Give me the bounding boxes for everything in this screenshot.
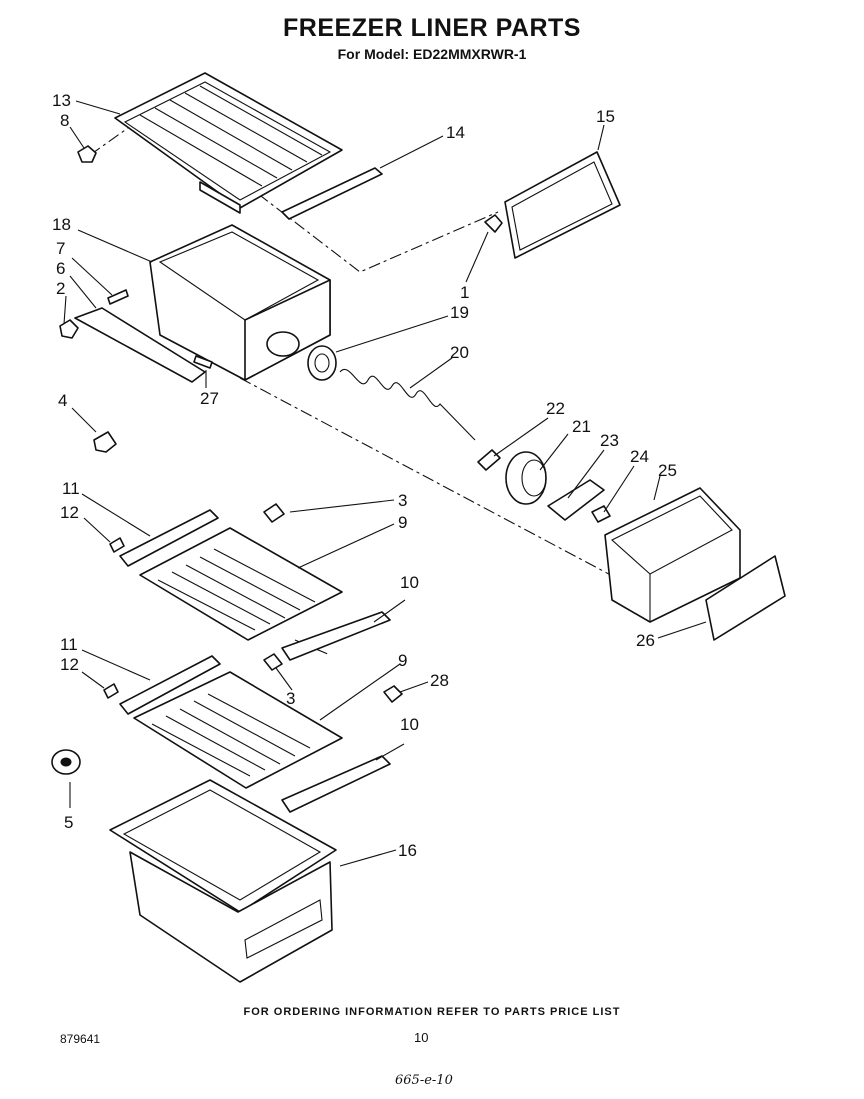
part-5-knob [51, 749, 81, 775]
part-28-clip [383, 685, 403, 703]
callout-22: 22 [546, 399, 565, 418]
callout-12-lower: 12 [60, 655, 79, 674]
callout-6: 6 [56, 259, 65, 278]
callout-13: 13 [52, 91, 71, 110]
page-title: FREEZER LINER PARTS [283, 14, 581, 42]
part-10-trim-upper [281, 611, 391, 661]
part-8-clip [77, 145, 97, 163]
part-7-screw [107, 289, 129, 305]
ordering-note: FOR ORDERING INFORMATION REFER TO PARTS … [243, 1006, 621, 1018]
part-26-cover [705, 555, 786, 641]
part-2-fastener [59, 319, 79, 339]
callout-10-lower: 10 [400, 715, 419, 734]
part-14-trim-strip [281, 167, 383, 220]
part-4-grommet [93, 431, 117, 453]
callout-25: 25 [658, 461, 677, 480]
part-10-trim-lower [281, 755, 391, 813]
callout-9-lower: 9 [398, 651, 407, 670]
callout-11-lower: 11 [60, 635, 78, 654]
callout-4: 4 [58, 391, 67, 410]
callout-5: 5 [64, 813, 73, 832]
callout-23: 23 [600, 431, 619, 450]
part-9-wire-shelf-lower [133, 671, 343, 789]
part-22-coupler [477, 449, 501, 471]
handwritten-note: 665-e-10 [395, 1073, 453, 1088]
part-21-drive-wheel [505, 451, 547, 505]
part-23-bracket [547, 479, 605, 521]
callout-11-upper: 11 [62, 479, 80, 498]
part-9-wire-shelf-upper [139, 527, 343, 641]
callout-16: 16 [398, 841, 417, 860]
part-15-frame [504, 151, 621, 259]
part-3-clip-upper [263, 503, 285, 523]
callout-2: 2 [56, 279, 65, 298]
part-20-auger [339, 369, 476, 441]
callout-8: 8 [60, 111, 69, 130]
callout-15: 15 [596, 107, 615, 126]
callout-21: 21 [572, 417, 591, 436]
leader-lines [63, 100, 707, 867]
callout-14: 14 [446, 123, 465, 142]
callout-labels: 13 8 14 15 18 7 6 2 1 19 20 27 4 22 21 2… [52, 91, 677, 860]
part-13-top-shelf [114, 72, 343, 214]
callout-28: 28 [430, 671, 449, 690]
part-11-shelf-rail-upper [119, 509, 219, 567]
callout-12-upper: 12 [60, 503, 79, 522]
model-subtitle: For Model: ED22MMXRWR-1 [337, 46, 527, 62]
callout-10-upper: 10 [400, 573, 419, 592]
part-27-screw [193, 355, 213, 369]
callout-27: 27 [200, 389, 219, 408]
callout-18: 18 [52, 215, 71, 234]
part-12-clip-upper [109, 537, 125, 553]
callout-3-lower: 3 [286, 689, 295, 708]
part-24-nut [591, 505, 611, 523]
part-6-bracket [74, 307, 206, 383]
page-number: 10 [414, 1030, 429, 1045]
part-1-clip [484, 214, 503, 233]
part-3-clip-lower [263, 653, 283, 671]
callout-24: 24 [630, 447, 649, 466]
callout-26: 26 [636, 631, 655, 650]
part-19-bearing [307, 345, 337, 381]
callout-3-upper: 3 [398, 491, 407, 510]
callout-7: 7 [56, 239, 65, 258]
document-number: 879641 [60, 1032, 101, 1046]
callout-9-upper: 9 [398, 513, 407, 532]
part-16-drawer [109, 779, 337, 983]
callout-20: 20 [450, 343, 469, 362]
callout-1: 1 [460, 283, 469, 302]
part-12-clip-lower [103, 683, 119, 699]
part-11-shelf-rail-lower [119, 655, 221, 715]
part-18-housing [149, 224, 331, 381]
callout-19: 19 [450, 303, 469, 322]
